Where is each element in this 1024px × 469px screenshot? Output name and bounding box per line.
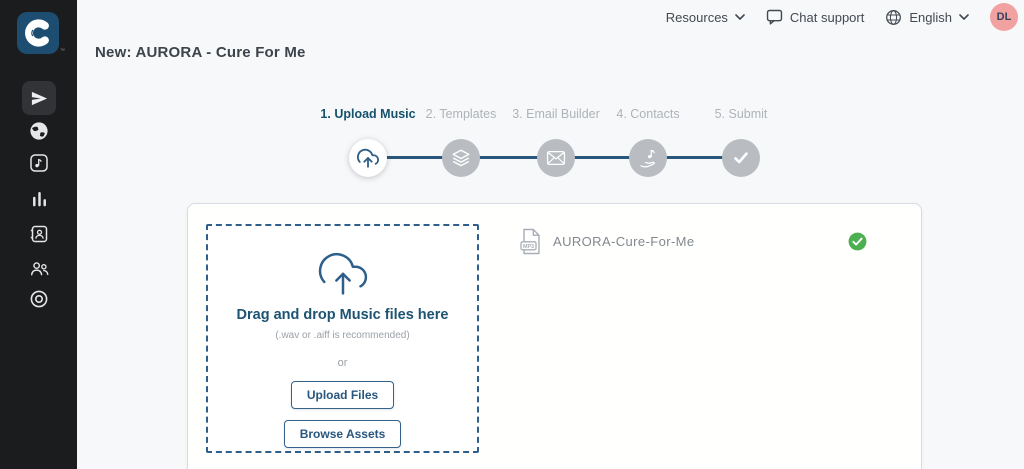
sidebar-item-contacts-book[interactable] (22, 217, 56, 251)
hand-note-icon (637, 147, 660, 170)
sidebar-item-target[interactable] (22, 282, 56, 316)
browse-assets-button[interactable]: Browse Assets (283, 420, 402, 448)
step-circle-templates[interactable] (442, 139, 480, 177)
user-avatar[interactable]: DL (990, 3, 1018, 31)
address-book-icon (29, 224, 49, 244)
step-label-templates: 2. Templates (425, 107, 497, 121)
sidebar-item-globe[interactable] (22, 114, 56, 148)
step-circle-contacts[interactable] (629, 139, 667, 177)
music-square-icon (29, 153, 49, 173)
globe-language-icon (885, 9, 902, 26)
globe-icon (29, 121, 49, 141)
upload-card: Drag and drop Music files here (.wav or … (187, 203, 922, 469)
file-name: AURORA-Cure-For-Me (553, 234, 695, 249)
send-icon (30, 89, 49, 108)
target-icon (29, 289, 49, 309)
cloud-upload-icon (357, 147, 379, 169)
envelope-icon (545, 147, 567, 169)
cloud-upload-icon (317, 248, 369, 298)
chat-support-label: Chat support (789, 9, 865, 25)
sidebar-item-users[interactable] (22, 251, 56, 285)
logo-trademark: ™ (60, 48, 65, 54)
sidebar-item-stats[interactable] (22, 181, 56, 215)
sidebar-item-music[interactable] (22, 146, 56, 180)
check-icon (729, 146, 753, 170)
sidebar: ™ (0, 0, 77, 469)
step-circle-email-builder[interactable] (537, 139, 575, 177)
resources-menu[interactable]: Resources (666, 10, 745, 25)
sidebar-item-send[interactable] (22, 81, 56, 115)
upload-files-button[interactable]: Upload Files (290, 381, 395, 409)
chevron-down-icon (735, 13, 745, 21)
layers-icon (450, 147, 472, 169)
chevron-down-icon (959, 13, 969, 21)
bar-chart-icon (30, 189, 49, 208)
step-label-contacts: 4. Contacts (616, 107, 680, 121)
success-check-icon (848, 232, 867, 251)
step-circle-submit[interactable] (722, 139, 760, 177)
dropzone[interactable]: Drag and drop Music files here (.wav or … (206, 224, 479, 453)
language-label: English (909, 9, 952, 25)
app-logo[interactable] (17, 12, 59, 54)
chat-bubble-icon (766, 9, 783, 25)
language-menu[interactable]: English (885, 9, 969, 26)
topbar: Resources Chat support English DL (77, 0, 1024, 34)
page-title: New: AURORA - Cure For Me (95, 44, 306, 61)
step-label-submit: 5. Submit (714, 107, 768, 121)
svg-text:MP3: MP3 (523, 244, 534, 250)
step-circle-upload-music[interactable] (349, 139, 387, 177)
file-row[interactable]: MP3 AURORA-Cure-For-Me (519, 228, 867, 255)
resources-label: Resources (665, 9, 728, 25)
step-label-email-builder: 3. Email Builder (512, 107, 600, 121)
chat-support-button[interactable]: Chat support (766, 9, 864, 25)
mp3-file-icon: MP3 (519, 228, 544, 255)
dropzone-hint: (.wav or .aiff is recommended) (275, 330, 410, 341)
dropzone-title: Drag and drop Music files here (236, 307, 449, 323)
dropzone-or-label: or (337, 357, 348, 369)
step-label-upload-music: 1. Upload Music (320, 107, 416, 121)
speaker-c-logo-icon (23, 18, 53, 48)
users-icon (29, 258, 50, 279)
